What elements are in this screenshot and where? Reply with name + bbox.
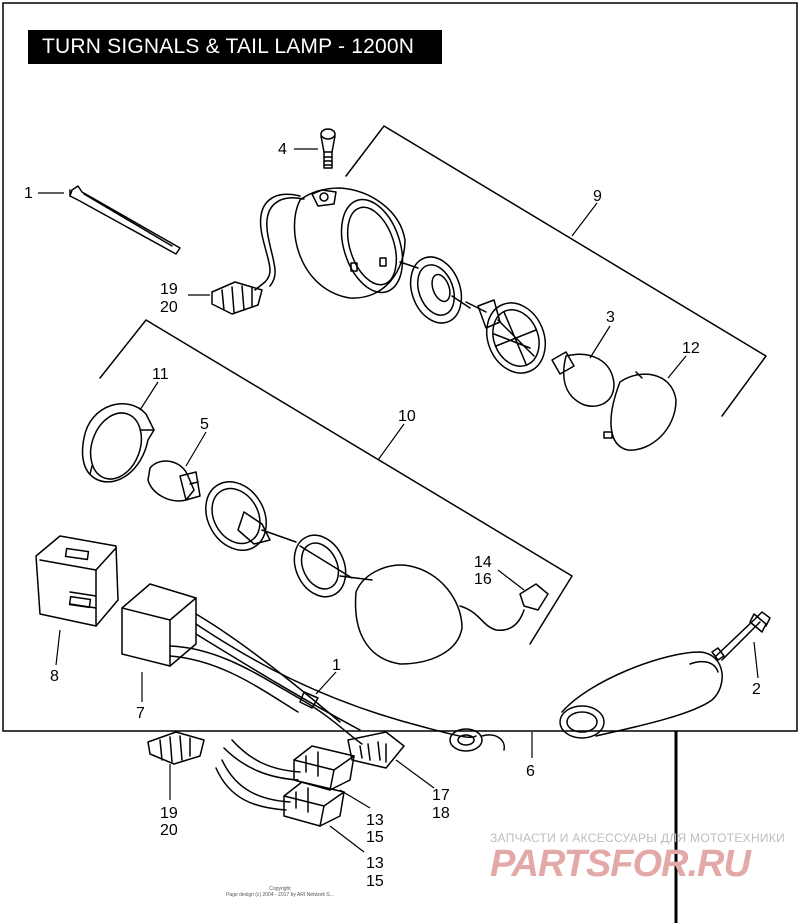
bracket-10	[99, 319, 573, 645]
callout-9: 9	[593, 188, 602, 205]
callout-1-mid: 1	[332, 657, 341, 674]
copyright-line-2: Page design (c) 2004 - 2017 by ARI Netwo…	[226, 892, 334, 898]
callout-16: 16	[474, 571, 492, 588]
callout-19-bottom: 19	[160, 805, 178, 822]
callout-20-top: 20	[160, 299, 178, 316]
callout-3: 3	[606, 309, 615, 326]
callout-4: 4	[278, 141, 287, 158]
callout-5: 5	[200, 416, 209, 433]
lens-part-12	[603, 371, 677, 451]
callout-2: 2	[752, 681, 761, 698]
grommet-small	[449, 728, 505, 752]
connector-17-18	[347, 731, 405, 769]
rear-turn-signal-housing	[339, 564, 549, 665]
tail-lamp-housing-part-6	[559, 651, 723, 739]
boot-part-8	[35, 535, 119, 627]
callout-17: 17	[432, 787, 450, 804]
callout-20-bottom: 20	[160, 822, 178, 839]
bracket-9	[345, 125, 767, 417]
copyright-notice: Copyright Page design (c) 2004 - 2017 by…	[190, 886, 370, 898]
callout-19-top: 19	[160, 281, 178, 298]
connector-13-15-a	[293, 745, 355, 791]
diagram-border	[2, 2, 798, 732]
connector-bottom	[147, 731, 205, 765]
callout-13-b: 13	[366, 855, 384, 872]
callout-10: 10	[398, 408, 416, 425]
junction-block-part-7	[121, 583, 477, 745]
callout-18: 18	[432, 805, 450, 822]
wires-lower	[215, 739, 301, 811]
callout-15-a: 15	[366, 829, 384, 846]
copyright-line-1: Copyright	[269, 886, 291, 892]
connector-13-15-b	[283, 781, 345, 827]
front-turn-signal-housing	[254, 187, 406, 299]
watermark-logo: PARTSFOR.RU	[490, 843, 751, 885]
callout-8: 8	[50, 668, 59, 685]
callout-13-a: 13	[366, 812, 384, 829]
bezel-ring-part-11	[81, 403, 155, 483]
reflector-lower	[205, 481, 297, 551]
cable-tie-part-mid	[299, 691, 319, 709]
bolt-part-4	[320, 128, 336, 169]
bulb-part-5	[147, 460, 201, 502]
bolt-part-2	[711, 611, 771, 661]
callout-6: 6	[526, 763, 535, 780]
callout-11: 11	[152, 366, 169, 383]
cable-tie-part	[69, 185, 181, 255]
leader-lines	[38, 148, 759, 853]
reflector-upper	[465, 299, 547, 374]
callout-7: 7	[136, 705, 145, 722]
callout-12: 12	[682, 340, 700, 357]
grommet-lower	[293, 534, 353, 598]
callout-14: 14	[474, 554, 492, 571]
connector-top	[211, 281, 263, 315]
page-title: TURN SIGNALS & TAIL LAMP - 1200N	[28, 30, 442, 64]
callout-15-b: 15	[366, 873, 384, 890]
callout-1-top: 1	[24, 185, 33, 202]
watermark-tagline: ЗАПЧАСТИ И АКСЕССУАРЫ ДЛЯ МОТОТЕХНИКИ	[490, 831, 786, 845]
grommet-upper	[399, 256, 471, 324]
bulb-part-3	[551, 351, 615, 407]
